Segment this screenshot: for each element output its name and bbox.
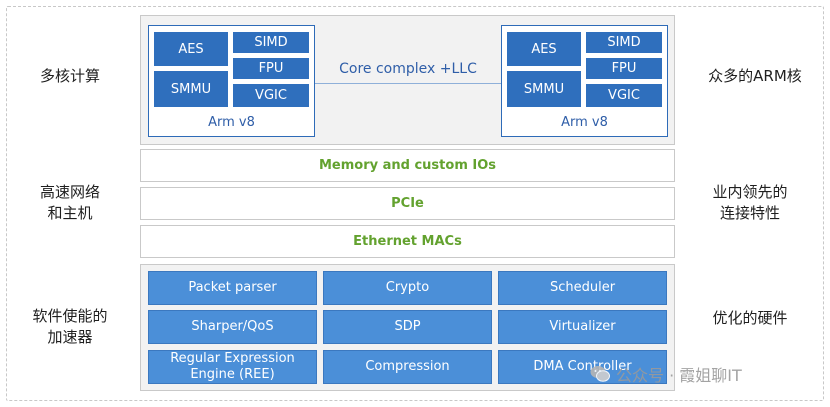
accelerator-block: Scheduler xyxy=(498,271,667,305)
core-complex-panel: AES SIMD FPU SMMU VGIC Arm v8 Core compl… xyxy=(140,15,675,145)
label-leading-connectivity: 业内领先的 连接特性 xyxy=(712,183,788,222)
arm-core-left: AES SIMD FPU SMMU VGIC Arm v8 xyxy=(148,25,315,137)
label-high-speed-network: 高速网络 和主机 xyxy=(39,183,100,222)
label-optimized-hardware: 优化的硬件 xyxy=(712,309,788,327)
aes-block: AES xyxy=(154,32,228,66)
pcie-band: PCIe xyxy=(140,187,675,220)
vgic-block: VGIC xyxy=(586,84,662,107)
accelerator-block: Virtualizer xyxy=(498,310,667,344)
accelerator-panel: Packet parser Crypto Scheduler Sharper/Q… xyxy=(140,264,675,391)
fpu-block: FPU xyxy=(586,58,662,79)
label-software-accelerators: 软件使能的 加速器 xyxy=(32,307,108,346)
smmu-block: SMMU xyxy=(154,71,228,107)
watermark: 公众号 · 霞姐聊IT xyxy=(590,362,742,386)
watermark-text: 公众号 · 霞姐聊IT xyxy=(616,366,742,385)
ethernet-band: Ethernet MACs xyxy=(140,225,675,258)
label-multicore-compute: 多核计算 xyxy=(39,67,100,85)
simd-block: SIMD xyxy=(586,32,662,53)
smmu-block: SMMU xyxy=(507,71,581,107)
wechat-icon xyxy=(590,365,610,383)
vgic-block: VGIC xyxy=(233,84,309,107)
accelerator-block: SDP xyxy=(323,310,492,344)
accelerator-block: Compression xyxy=(323,350,492,384)
arm-v8-title: Arm v8 xyxy=(208,115,255,130)
diagram-frame xyxy=(6,6,824,401)
simd-block: SIMD xyxy=(233,32,309,53)
arm-core-right: AES SIMD FPU SMMU VGIC Arm v8 xyxy=(501,25,668,137)
aes-block: AES xyxy=(507,32,581,66)
accelerator-block: Packet parser xyxy=(148,271,317,305)
core-link-line xyxy=(315,83,501,84)
fpu-block: FPU xyxy=(233,58,309,79)
accelerator-block: Sharper/QoS xyxy=(148,310,317,344)
memory-band: Memory and custom IOs xyxy=(140,149,675,182)
core-complex-label: Core complex +LLC xyxy=(339,61,477,77)
accelerator-block: DMA Controller xyxy=(498,350,667,384)
arm-v8-title: Arm v8 xyxy=(561,115,608,130)
accelerator-block: Regular Expression Engine (REE) xyxy=(148,350,317,384)
label-many-arm-cores: 众多的ARM核 xyxy=(708,67,802,85)
accelerator-block: Crypto xyxy=(323,271,492,305)
